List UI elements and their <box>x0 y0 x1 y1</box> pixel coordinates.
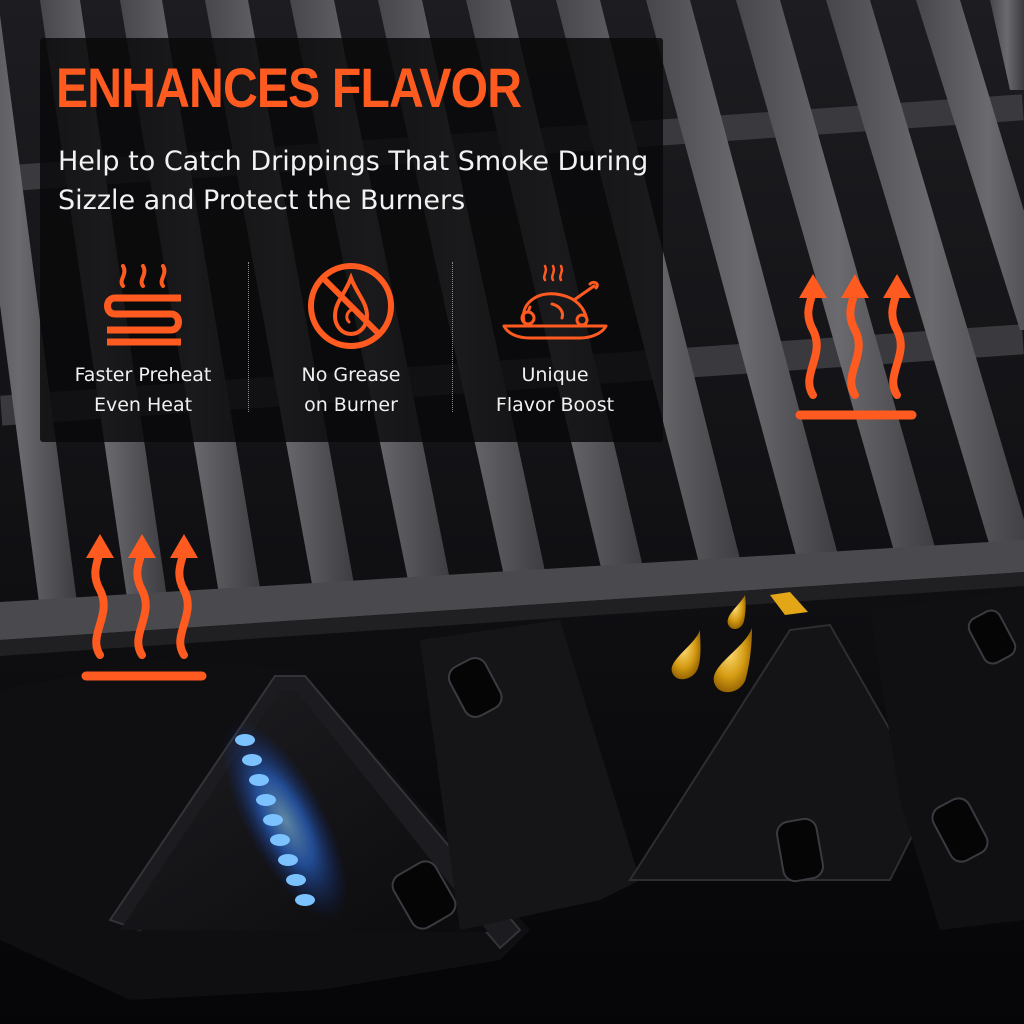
feature-divider <box>452 262 453 412</box>
no-grease-icon <box>308 263 394 349</box>
feature-line-1: Faster Preheat <box>74 364 212 386</box>
rising-heat-icon-left <box>81 546 207 681</box>
rising-heat-arrowheads-left <box>86 534 198 558</box>
blue-flame <box>222 721 348 919</box>
subtitle-line-2: Sizzle and Protect the Burners <box>58 185 466 216</box>
roast-turkey-icon <box>502 264 608 340</box>
rising-heat-icon <box>795 286 917 420</box>
feature-label: Faster Preheat Even Heat <box>40 360 246 420</box>
subtitle-line-1: Help to Catch Drippings That Smoke Durin… <box>58 146 649 177</box>
subtitle: Help to Catch Drippings That Smoke Durin… <box>58 142 658 220</box>
grease-drop-icon <box>671 592 808 693</box>
headline: ENHANCES FLAVOR <box>56 56 522 119</box>
grate-frame <box>0 540 1024 656</box>
feature-no-grease: No Grease on Burner <box>248 260 454 420</box>
rising-heat-arrowheads <box>799 274 911 298</box>
feature-line-2: Even Heat <box>93 394 193 416</box>
heat-waves-icon <box>104 264 182 346</box>
feature-divider <box>248 262 249 412</box>
feature-label: No Grease on Burner <box>248 360 454 420</box>
feature-label: Unique Flavor Boost <box>452 360 658 420</box>
feature-list: Faster Preheat Even Heat No Grease on Bu… <box>40 260 663 420</box>
feature-flavor-boost: Unique Flavor Boost <box>452 260 658 420</box>
feature-line-2: on Burner <box>304 394 398 416</box>
feature-line-1: No Grease <box>301 364 401 386</box>
feature-line-1: Unique <box>521 364 589 386</box>
feature-faster-preheat: Faster Preheat Even Heat <box>40 260 246 420</box>
heat-plates <box>0 590 1024 1000</box>
info-panel: ENHANCES FLAVOR Help to Catch Drippings … <box>40 38 663 442</box>
feature-line-2: Flavor Boost <box>495 394 615 416</box>
